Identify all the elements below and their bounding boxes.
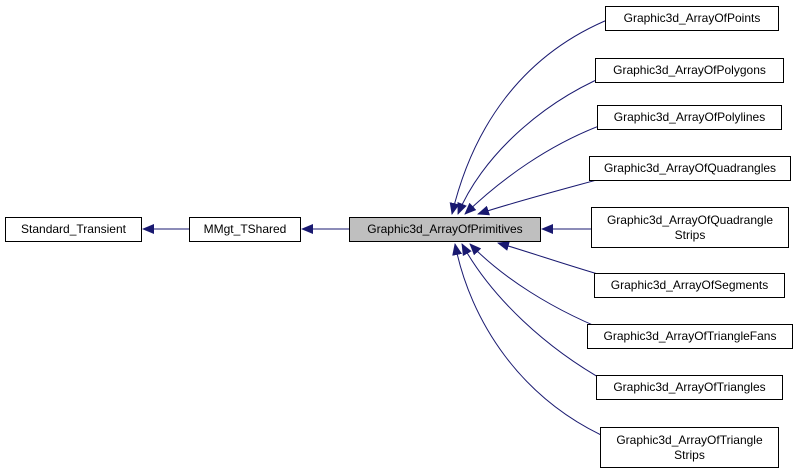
edge-points [449,17,613,215]
node-mmgt-tshared[interactable]: MMgt_TShared [189,217,301,242]
edge-polygons [457,69,621,215]
node-arrayoftrianglefans[interactable]: Graphic3d_ArrayOfTriangleFans [587,324,793,349]
node-arrayofsegments[interactable]: Graphic3d_ArrayOfSegments [594,273,785,298]
node-arrayoftriangles[interactable]: Graphic3d_ArrayOfTriangles [596,375,783,400]
node-arrayofquadrangles[interactable]: Graphic3d_ArrayOfQuadrangles [589,156,791,181]
node-arrayofpolygons[interactable]: Graphic3d_ArrayOfPolygons [595,58,784,83]
node-arrayofpoints[interactable]: Graphic3d_ArrayOfPoints [605,6,779,31]
edge-trianglestrips [452,243,613,441]
node-standard-transient[interactable]: Standard_Transient [5,217,142,242]
edge-triangles [461,243,619,389]
node-arrayofquadranglestrips[interactable]: Graphic3d_ArrayOfQuadrangle Strips [591,207,789,248]
node-arrayoftrianglestrips[interactable]: Graphic3d_ArrayOfTriangle Strips [600,427,779,468]
node-arrayofpolylines[interactable]: Graphic3d_ArrayOfPolylines [597,105,782,130]
node-graphic3d-arrayofprimitives: Graphic3d_ArrayOfPrimitives [349,217,541,242]
